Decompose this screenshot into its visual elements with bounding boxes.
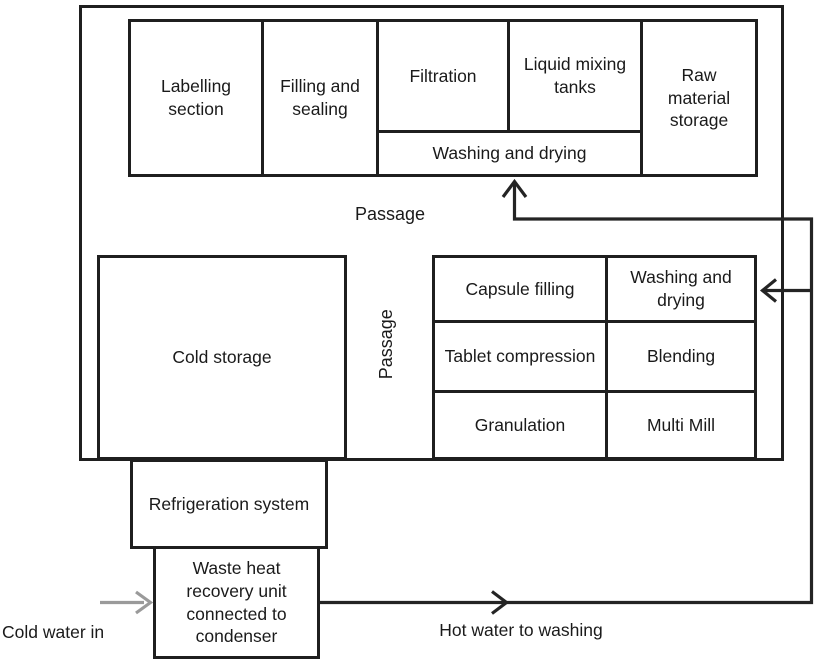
box-refrigeration-system-label: Refrigeration system (148, 493, 310, 514)
box-filtration-label: Filtration (409, 65, 477, 86)
box-tablet-compression-label: Tablet compression (444, 346, 596, 367)
box-filtration: Filtration (376, 19, 510, 133)
box-granulation-label: Granulation (474, 414, 566, 435)
box-washing-and-drying-top: Washing and drying (376, 130, 643, 177)
cold-water-in-label: Cold water in (2, 622, 105, 642)
hot-water-to-washing-label: Hot water to washing (439, 620, 603, 640)
box-blending: Blending (605, 320, 757, 393)
arrow-right-cold-water-icon (135, 590, 154, 615)
box-labelling-section: Labelling section (128, 19, 264, 177)
box-granulation: Granulation (432, 390, 608, 460)
box-capsule-filling-label: Capsule filling (465, 278, 575, 299)
passage-horizontal-label: Passage (354, 204, 426, 224)
box-cold-storage-label: Cold storage (172, 347, 272, 368)
box-liquid-mixing-tanks: Liquid mixing tanks (507, 19, 643, 133)
box-waste-heat-recovery-unit: Waste heat recovery unit connected to co… (153, 546, 320, 659)
box-labelling-section-label: Labelling section (160, 76, 232, 119)
box-blending-label: Blending (646, 346, 716, 367)
box-raw-material-storage: Raw material storage (640, 19, 758, 177)
box-washing-and-drying-mid-label: Washing and drying (630, 267, 732, 310)
box-liquid-mixing-tanks-label: Liquid mixing tanks (523, 54, 627, 97)
box-capsule-filling: Capsule filling (432, 255, 608, 323)
box-tablet-compression: Tablet compression (432, 320, 608, 393)
arrow-right-hot-water-icon (491, 590, 510, 615)
box-washing-and-drying-mid: Washing and drying (605, 255, 757, 323)
box-washing-and-drying-top-label: Washing and drying (432, 143, 587, 164)
box-raw-material-storage-label: Raw material storage (667, 64, 731, 131)
box-filling-and-sealing: Filling and sealing (261, 19, 379, 177)
box-cold-storage: Cold storage (97, 255, 347, 460)
box-waste-heat-recovery-unit-label: Waste heat recovery unit connected to co… (186, 558, 287, 647)
box-filling-and-sealing-label: Filling and sealing (280, 76, 360, 119)
box-multi-mill-label: Multi Mill (646, 414, 716, 435)
box-refrigeration-system: Refrigeration system (130, 459, 328, 549)
box-multi-mill: Multi Mill (605, 390, 757, 460)
